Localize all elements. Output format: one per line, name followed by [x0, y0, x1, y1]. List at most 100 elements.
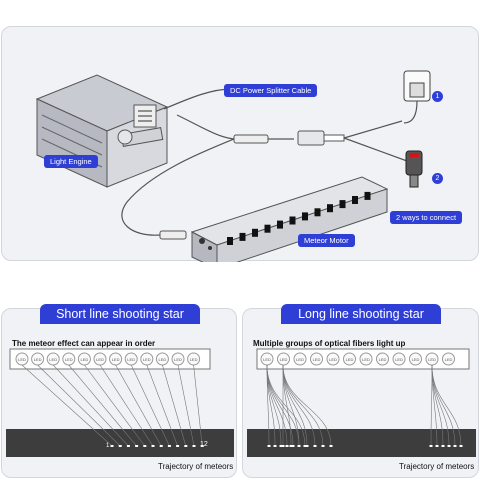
led-label: LED — [34, 357, 42, 362]
fiber-line — [130, 364, 170, 447]
led-label: LED — [296, 357, 304, 362]
motor-fiber-hole — [314, 208, 321, 217]
fiber-line — [282, 364, 332, 447]
fiber-line — [52, 364, 129, 447]
car-plug-icon — [405, 150, 423, 188]
fiber-end — [151, 445, 155, 447]
fiber-end — [135, 445, 139, 447]
fiber-end — [110, 445, 114, 447]
led-label: LED — [362, 357, 370, 362]
light-engine-illustration — [35, 74, 169, 188]
led-label: LED — [65, 357, 73, 362]
light-engine-tag: Light Engine — [44, 155, 98, 168]
motor-fiber-hole — [339, 200, 346, 209]
motor-fiber-hole — [289, 216, 296, 225]
fiber-line — [37, 364, 121, 447]
motor-fiber-hole — [364, 191, 371, 200]
fiber-end — [273, 445, 277, 447]
fiber-end — [321, 445, 325, 447]
fiber-line — [21, 364, 113, 447]
fiber-end — [118, 445, 122, 447]
splitter-cable — [163, 88, 233, 110]
fiber-end — [291, 445, 295, 447]
led-bulb — [277, 352, 290, 366]
led-bulb — [293, 352, 307, 366]
led-bulb — [326, 352, 340, 366]
led-bulb — [310, 352, 323, 366]
fiber-end — [200, 445, 204, 447]
wall-adapter-icon — [403, 70, 431, 124]
fiber-end — [453, 445, 457, 447]
fiber-end — [329, 445, 333, 447]
fiber-end — [435, 445, 439, 447]
fiber-line — [84, 364, 146, 447]
fiber-line — [146, 364, 178, 447]
led-label: LED — [280, 357, 288, 362]
led-label: LED — [428, 357, 436, 362]
led-label: LED — [49, 357, 57, 362]
fiber-end — [313, 445, 317, 447]
led-label: LED — [379, 357, 387, 362]
fiber-end — [459, 445, 463, 447]
fiber-end — [192, 445, 196, 447]
led-label: LED — [81, 357, 89, 362]
led-label: LED — [18, 357, 26, 362]
fiber-end — [159, 445, 163, 447]
fiber-line — [431, 364, 462, 447]
fiber-end — [447, 445, 451, 447]
fiber-end — [279, 445, 283, 447]
led-bulb — [409, 352, 422, 366]
led-label: LED — [263, 357, 271, 362]
fiber-line — [162, 364, 187, 447]
fiber-end — [176, 445, 180, 447]
fiber-end — [297, 445, 301, 447]
led-bulb — [376, 352, 389, 366]
led-label: LED — [112, 357, 120, 362]
led-label: LED — [159, 357, 167, 362]
led-label: LED — [329, 357, 337, 362]
led-bulb — [392, 352, 406, 366]
fiber-end — [285, 445, 289, 447]
led-label: LED — [346, 357, 354, 362]
fiber-end — [184, 445, 188, 447]
motor-fiber-hole — [239, 232, 246, 241]
led-label: LED — [174, 357, 182, 362]
fiber-line — [177, 364, 195, 447]
led-label: LED — [412, 357, 420, 362]
fiber-end — [267, 445, 271, 447]
fiber-end — [167, 445, 171, 447]
badge-2: 2 — [432, 173, 443, 184]
motor-fiber-hole — [302, 212, 308, 221]
fiber-end — [126, 445, 130, 447]
long-line-panel: Long line shooting star Multiple groups … — [242, 304, 479, 478]
fiber-end — [303, 445, 307, 447]
led-bulb — [343, 352, 356, 366]
short-line-caption: The meteor effect can appear in order — [12, 339, 156, 348]
led-label: LED — [96, 357, 104, 362]
led-bulb — [359, 352, 373, 366]
long-line-title: Long line shooting star — [281, 304, 441, 324]
fiber-end — [289, 445, 293, 447]
led-label: LED — [127, 357, 135, 362]
fiber-end — [441, 445, 445, 447]
dc-connector-icon — [297, 130, 325, 146]
led-label: LED — [143, 357, 151, 362]
led-label: LED — [190, 357, 198, 362]
meteor-motor-tag: Meteor Motor — [298, 234, 355, 247]
short-line-title: Short line shooting star — [40, 304, 200, 324]
led-label: LED — [313, 357, 321, 362]
wiring-diagram-panel: Light Engine DC Power Splitter Cable Met… — [1, 26, 479, 262]
wiring-diagram-svg — [35, 70, 431, 262]
motor-fiber-hole — [327, 204, 333, 213]
led-label: LED — [445, 357, 453, 362]
fiber-line — [68, 364, 137, 447]
splitter-cable-tag: DC Power Splitter Cable — [224, 84, 318, 97]
fiber-end — [429, 445, 433, 447]
led-bulb — [442, 352, 455, 366]
motor-fiber-hole — [252, 228, 258, 237]
long-line-caption: Multiple groups of optical fibers light … — [253, 339, 406, 348]
fiber-line — [99, 364, 154, 447]
fiber-line — [115, 364, 162, 447]
long-line-trajectory: Trajectory of meteors — [399, 462, 475, 471]
